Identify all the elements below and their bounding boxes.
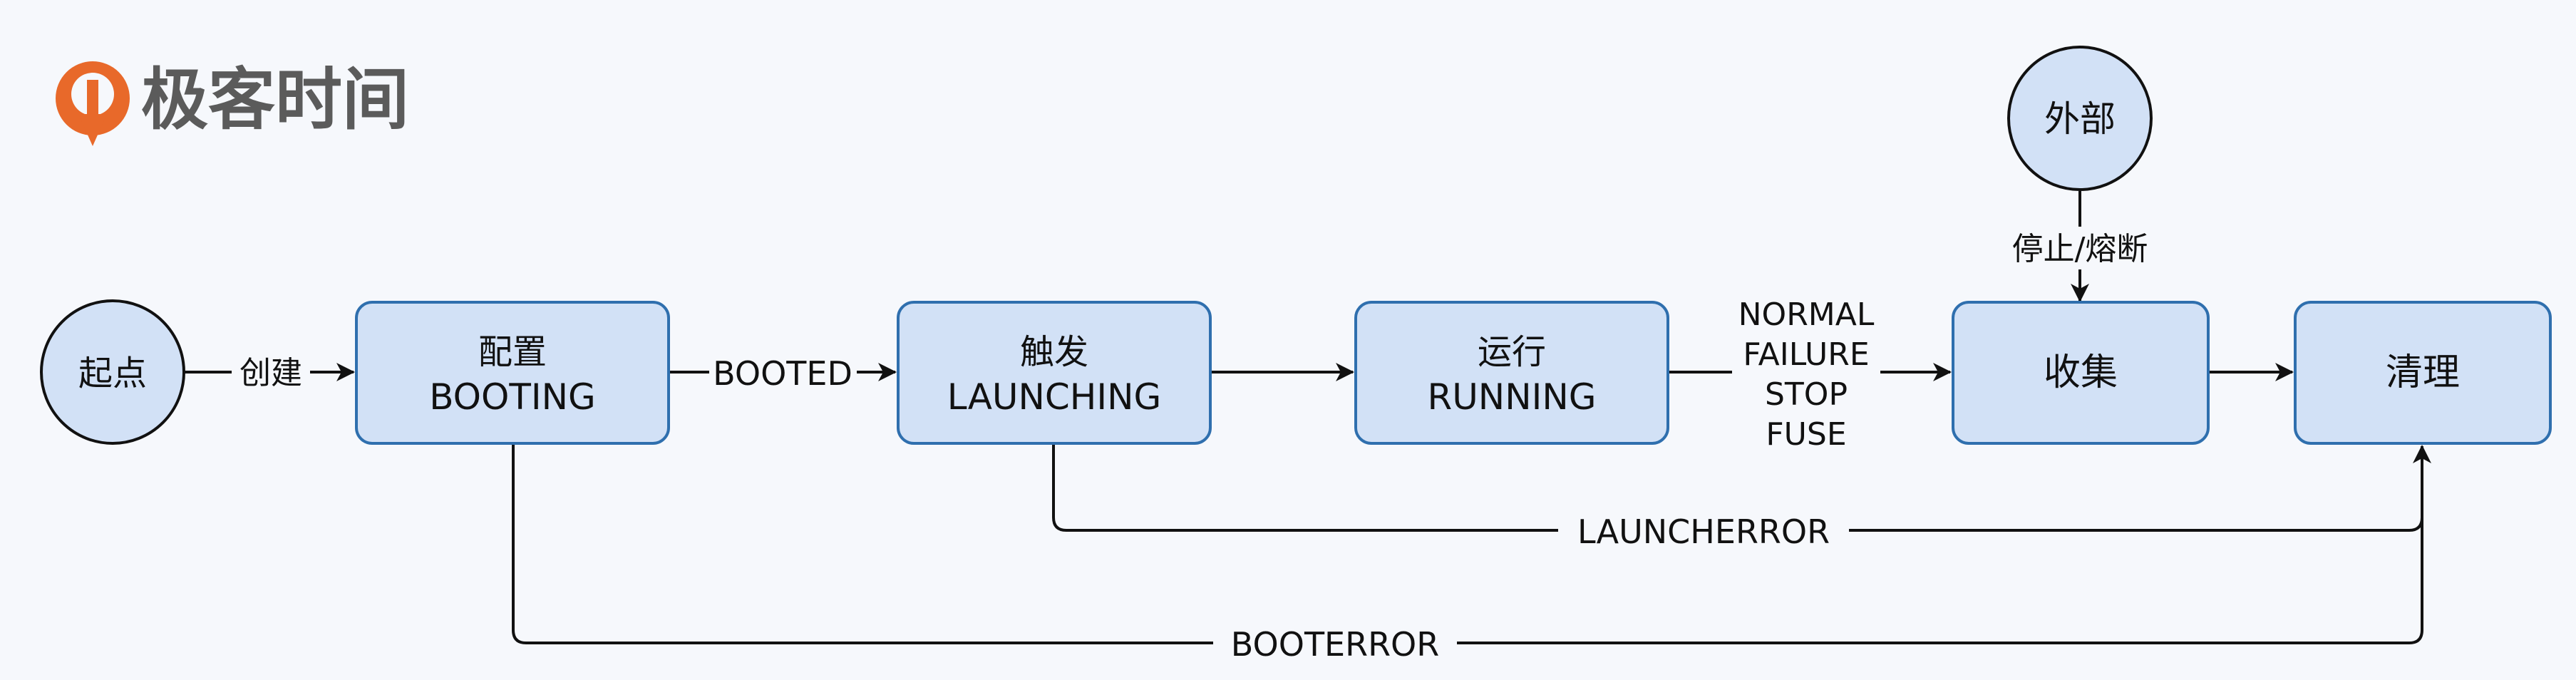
node-external: 外部	[2007, 46, 2153, 191]
edge-booterror-line-b	[1457, 446, 2423, 644]
node-running-en: RUNNING	[1427, 376, 1596, 418]
edge-label-booterror: BOOTERROR	[1231, 625, 1439, 664]
node-start: 起点	[40, 299, 185, 445]
edge-label-create: 创建	[239, 355, 302, 391]
logo: 极客时间	[56, 61, 409, 146]
node-external-label: 外部	[2044, 98, 2116, 140]
edge-label-result-1: FAILURE	[1743, 336, 1869, 373]
node-booting-en: BOOTING	[429, 376, 596, 418]
edge-label-booted: BOOTED	[713, 354, 852, 393]
node-collect-label: 收集	[2044, 351, 2118, 394]
edge-launcherror-line-a	[1052, 443, 1558, 532]
edges	[184, 191, 2431, 644]
node-booting-cn: 配置	[478, 332, 547, 372]
edge-label-result-3: FUSE	[1766, 416, 1846, 453]
edge-labels: 创建 BOOTED NORMAL FAILURE STOP FUSE 停止/熔断…	[239, 231, 2148, 664]
edge-label-result-2: STOP	[1765, 376, 1848, 413]
edge-launcherror-line-b	[1849, 445, 2431, 532]
edge-label-result-0: NORMAL	[1738, 297, 1875, 333]
node-cleanup-label: 清理	[2386, 351, 2460, 394]
edge-label-stop-fuse: 停止/熔断	[2012, 231, 2148, 267]
edge-booterror-line-a	[512, 443, 1213, 644]
node-launching-en: LAUNCHING	[947, 376, 1162, 418]
node-running-cn: 运行	[1478, 332, 1546, 372]
logo-text: 极客时间	[141, 61, 409, 139]
logo-mark-icon	[56, 61, 130, 146]
node-running: 运行 RUNNING	[1354, 301, 1669, 445]
node-start-label: 起点	[78, 354, 147, 393]
node-launching: 触发 LAUNCHING	[897, 301, 1212, 445]
node-collect: 收集	[1952, 301, 2210, 445]
node-launching-cn: 触发	[1020, 332, 1088, 372]
node-booting: 配置 BOOTING	[355, 301, 670, 445]
node-cleanup: 清理	[2294, 301, 2552, 445]
edge-label-launcherror: LAUNCHERROR	[1577, 512, 1830, 551]
